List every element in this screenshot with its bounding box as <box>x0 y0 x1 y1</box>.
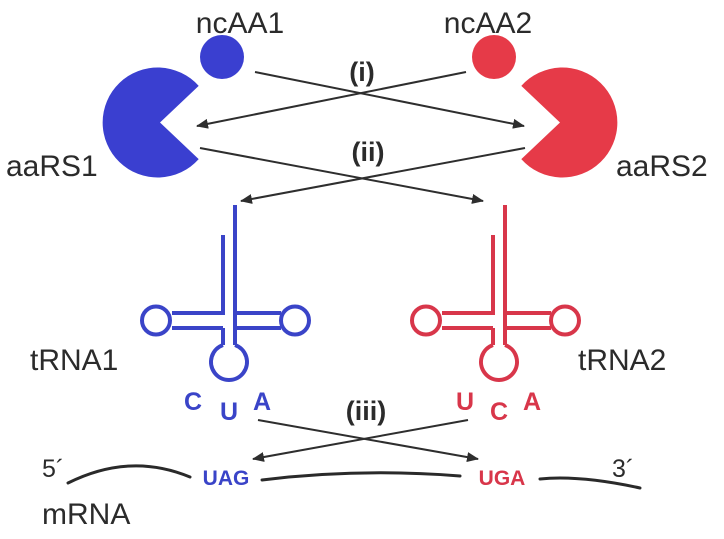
anticodon2-left: U <box>456 388 474 416</box>
mrna-strand-right <box>538 476 642 490</box>
trna1-label: tRNA1 <box>30 344 118 377</box>
anticodon1-middle: U <box>220 398 238 426</box>
five-prime-label: 5´ <box>42 455 64 483</box>
anticodon2-right: A <box>523 388 541 416</box>
arrow-ncaa1-to-aars2 <box>254 71 525 129</box>
anticodon2-middle: C <box>490 398 508 426</box>
ncaa2-ball <box>472 35 516 79</box>
codon-uag: UAG <box>203 467 250 490</box>
mrna-strand-middle <box>260 471 462 482</box>
anticodon1-right: A <box>253 388 271 416</box>
step-i-label: (i) <box>349 57 374 87</box>
step-iii-label: (iii) <box>346 396 387 426</box>
trna2-structure <box>410 205 581 382</box>
arrow-aars1-to-trna2 <box>199 147 484 204</box>
codon-uga: UGA <box>479 467 526 490</box>
aars1-label: aaRS1 <box>6 150 98 183</box>
mrna-label: mRNA <box>42 498 130 531</box>
step-ii-label: (ii) <box>352 137 385 167</box>
aars2-enzyme <box>521 67 618 178</box>
anticodon1-left: C <box>184 388 202 416</box>
mrna-strand-left <box>66 464 192 485</box>
aars2-label: aaRS2 <box>616 150 708 183</box>
arrow-trna1-to-uga <box>257 419 479 463</box>
ncaa1-ball <box>200 35 244 79</box>
trna1-structure <box>140 205 311 382</box>
three-prime-label: 3´ <box>612 455 634 483</box>
trna2-label: tRNA2 <box>578 344 666 377</box>
aars1-enzyme <box>102 67 199 178</box>
arrow-ncaa2-to-aars1 <box>196 71 467 129</box>
ncaa2-label: ncAA2 <box>444 7 532 40</box>
arrow-trna2-to-uag <box>252 419 469 462</box>
ncaa1-label: ncAA1 <box>196 7 284 40</box>
arrow-aars2-to-trna1 <box>240 147 526 204</box>
